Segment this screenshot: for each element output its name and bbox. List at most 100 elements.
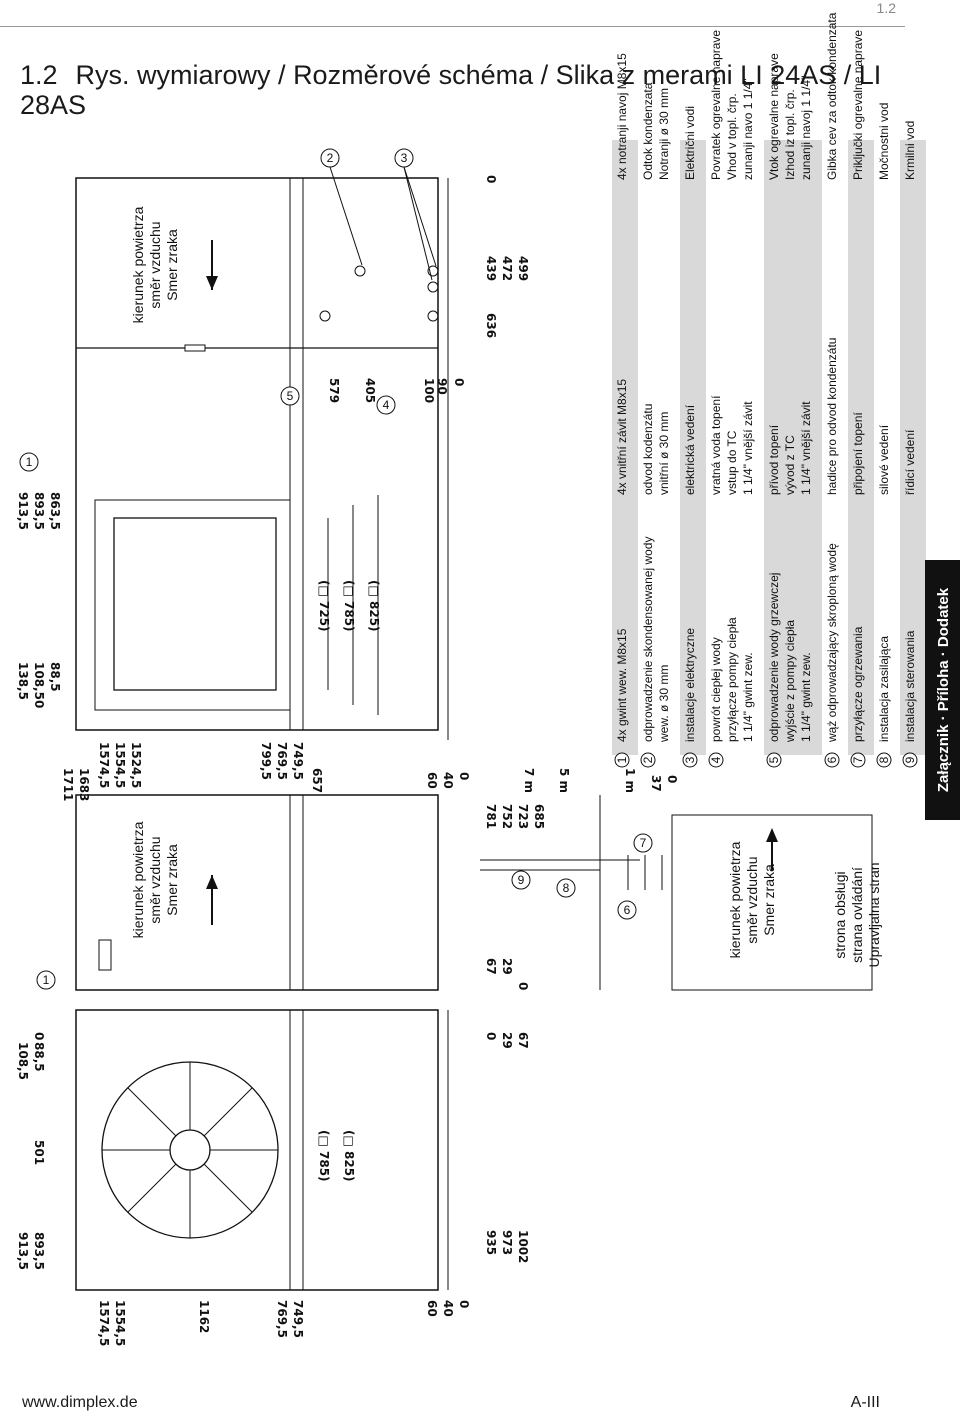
svg-text:0: 0 [32,700,46,708]
legend-text-pl: 1 1/4" gwint zew. [741,652,755,742]
callout-7: 7 [640,836,647,850]
dims-mid-right: 781 752 723 685 67 29 0 [484,804,546,990]
svg-text:60: 60 [425,772,439,789]
svg-text:(□ 785): (□ 785) [317,1130,331,1182]
svg-text:499: 499 [516,256,530,281]
legend-text-pl: wew. ø 30 mm [657,665,671,743]
svg-text:0: 0 [457,1300,471,1308]
legend-text-cz: vstup do TC [725,430,739,495]
service-side-3: Upravljalna stran [866,862,882,967]
legend-text-pl: wąż odprowadzający skroploną wodę [825,543,839,743]
svg-text:90: 90 [435,378,449,395]
svg-text:37: 37 [649,775,663,792]
dims-right-front: 579 405 100 90 0 [327,378,466,403]
callout-1-top: 1 [26,455,33,469]
side-tab-label: Załącznik · Příloha · Dodatek [935,587,952,792]
svg-text:(□ 725): (□ 725) [317,580,331,632]
legend-text-cz: 4x vnitřní závit M8x15 [615,379,629,495]
legend-number: 9 [903,756,917,763]
svg-text:138,5: 138,5 [16,662,30,700]
svg-text:67: 67 [484,958,498,975]
svg-text:1554,5: 1554,5 [113,1300,127,1346]
legend-text-cz: 1 1/4" vnější závit [741,401,755,495]
svg-text:685: 685 [532,804,546,829]
legend-text-sl: Vtok ogrevalne naprave [767,53,781,180]
svg-text:752: 752 [500,804,514,829]
svg-text:1574,5: 1574,5 [97,742,111,788]
legend-text-sl: Krmilni vod [903,121,917,180]
callout-9: 9 [518,873,525,887]
air-direction-top-1: kierunek powietrza [130,206,146,323]
svg-text:749,5: 749,5 [291,1300,305,1338]
legend-text-pl: 1 1/4" gwint zew. [799,652,813,742]
legend-text-sl: Gibka cev za odtok kondenzata [825,12,839,180]
legend-text-cz: vývod z TC [783,435,797,495]
front-view: (□ 785) (□ 825) 108,5 88,5 0 501 913,5 8… [16,1009,530,1346]
legend-text-sl: Odtok kondenzata [641,82,655,180]
legend-text-cz: hadice pro odvod kondenzátu [825,338,839,495]
svg-text:1524,5: 1524,5 [129,742,143,788]
svg-text:472: 472 [500,256,514,281]
air-direction-right-1: kierunek powietrza [727,841,743,958]
svg-text:405: 405 [363,378,377,403]
svg-text:1554,5: 1554,5 [113,742,127,788]
legend-text-pl: przyłącze ogrzewania [851,626,865,742]
legend-text-cz: připojení topení [851,412,865,495]
svg-text:769,5: 769,5 [275,1300,289,1338]
page-section-number: 1.2 [876,0,896,16]
callout-6: 6 [624,903,631,917]
svg-text:769,5: 769,5 [275,742,289,780]
legend-text-sl: Priključki ogrevalne naprave [851,30,865,180]
svg-text:1 m: 1 m [623,768,637,793]
legend-number: 6 [825,756,839,763]
dims-bottom-fan: (□ 785) (□ 825) [317,1130,356,1182]
svg-text:973: 973 [500,1230,514,1255]
air-direction-right-3: Smer zraka [761,864,777,936]
legend-number: 1 [615,756,629,763]
legend-text-sl: Notranji ø 30 mm [657,88,671,180]
top-view: kierunek powietrza směr vzduchu Smer zra… [16,148,530,740]
svg-text:(□ 825): (□ 825) [342,1130,356,1182]
air-direction-mid-1: kierunek powietrza [130,821,146,938]
svg-text:1162: 1162 [197,1300,211,1333]
dims-bottom-right: 0 29 67 935 973 1002 [484,1032,530,1263]
legend-text-pl: instalacje elektryczne [683,628,697,742]
legend-number: 3 [683,756,697,763]
legend-text-pl: powrót ciepłej wody [709,637,723,742]
svg-text:439: 439 [484,256,498,281]
svg-text:893,5: 893,5 [32,1232,46,1270]
side-view: kierunek powietrza směr vzduchu Smer zra… [36,742,882,991]
legend-text-cz: elektrická vedení [683,404,697,495]
dims-top-right: 913,5 893,5 863,5 138,5 108,5 88,5 0 [16,492,62,708]
legend-text-sl: 4x notranji navoj M8x15 [615,53,629,180]
svg-text:913,5: 913,5 [16,1232,30,1270]
dims-hoses: 7 m 5 m 1 m 37 0 [522,768,679,793]
svg-text:29: 29 [500,958,514,975]
legend-number: 8 [877,756,891,763]
legend-text-sl: Vhod v topl. črp. [725,93,739,180]
dims-bottom-left: 108,5 88,5 0 501 913,5 893,5 [16,1032,46,1270]
dims-rightmost: 0 439 472 499 636 [484,175,530,338]
legend-text-pl: odprowadzenie wody grzewczej [767,573,781,742]
legend-number: 4 [709,756,723,763]
footer-website[interactable]: www.dimplex.de [22,1394,138,1411]
air-direction-top-3: Smer zraka [164,229,180,301]
legend-text-cz: přívod topení [767,424,781,495]
legend-text-sl: Električni vodi [683,106,697,180]
legend-text-sl: zunanji navo 1 1/4" [741,78,755,180]
footer-page-number: A-III [850,1394,880,1411]
air-direction-right-2: směr vzduchu [744,856,760,943]
svg-text:723: 723 [516,804,530,829]
svg-text:0: 0 [665,775,679,783]
svg-text:29: 29 [500,1032,514,1049]
dims-mid: 1574,5 1554,5 1524,5 799,5 769,5 749,5 6… [97,742,471,793]
legend-text-cz: odvod kodenzátu [641,404,655,495]
header-rule [0,26,905,27]
